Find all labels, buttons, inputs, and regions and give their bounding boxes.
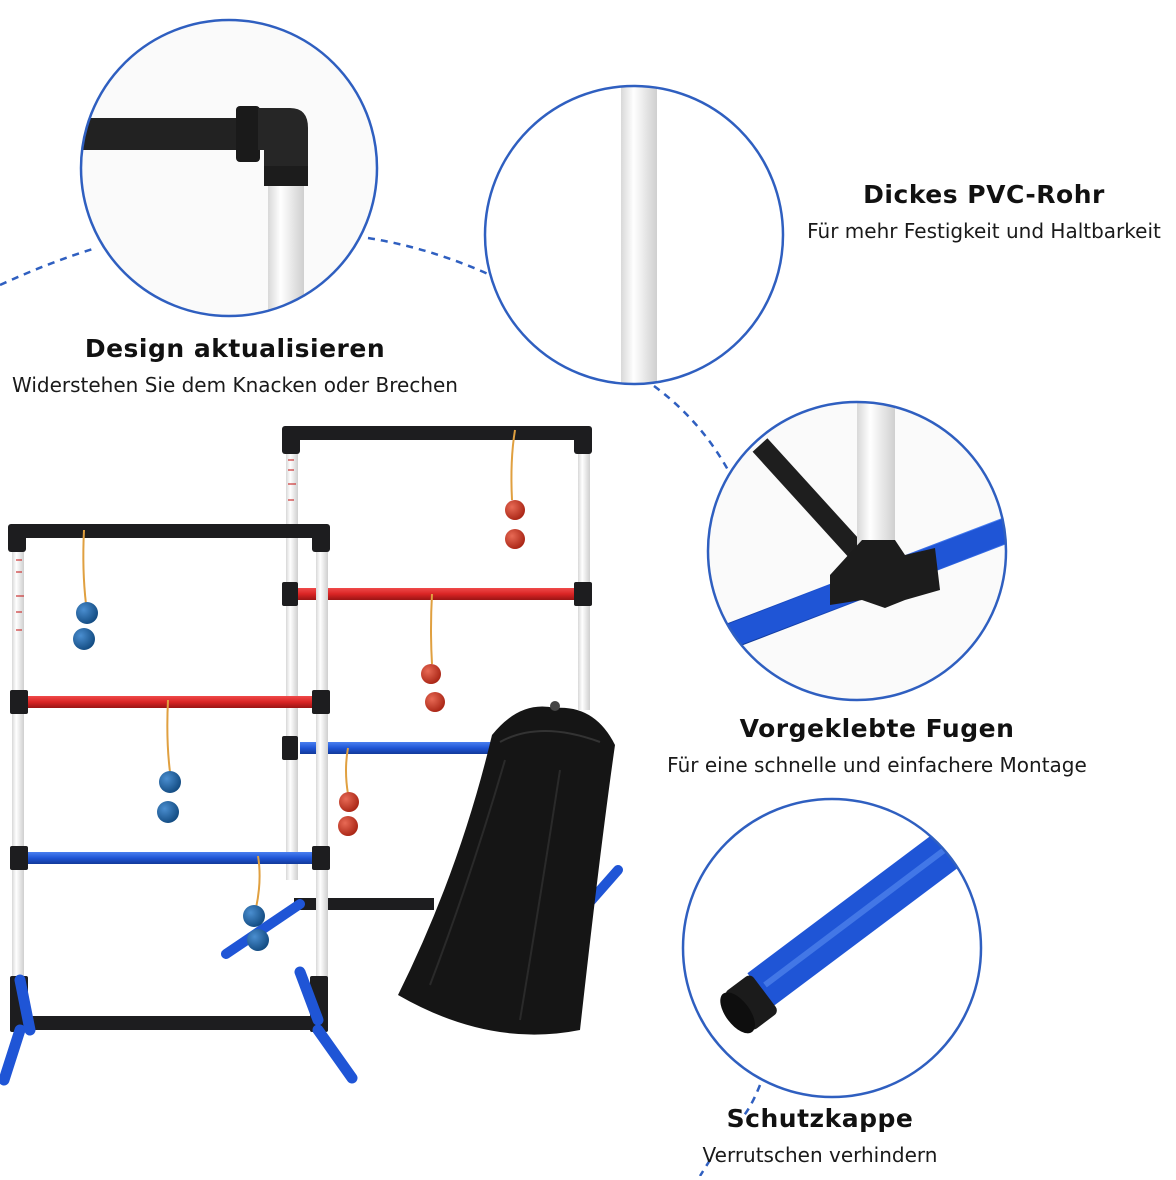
feature-title: Design aktualisieren [84,334,386,363]
detail-circle-elbow-joint [79,18,379,318]
feature-subtitle: Für mehr Festigkeit und Haltbarkeit [807,219,1161,243]
detail-circle-pvc-pipe [483,84,785,386]
connector-line-pvc-down [653,384,730,471]
feature-pre-glued-joints: Vorgeklebte Fugen Für eine schnelle und … [640,714,1114,777]
connector-line-design [0,246,97,287]
feature-pvc-pipe: Dickes PVC-Rohr Für mehr Festigkeit und … [792,180,1176,243]
feature-title: Dickes PVC-Rohr [863,180,1105,209]
connector-line-pvc-left [367,236,489,276]
feature-title: Schutzkappe [726,1104,914,1133]
ladder-front [0,524,358,1086]
feature-subtitle: Für eine schnelle und einfachere Montage [667,753,1087,777]
feature-design: Design aktualisieren Widerstehen Sie dem… [0,334,470,397]
feature-protective-cap: Schutzkappe Verrutschen verhindern [660,1104,980,1167]
detail-circle-t-joint [706,400,1008,702]
detail-circle-end-cap [681,797,983,1099]
carry-bag [398,701,615,1035]
ladder-back [221,426,623,959]
feature-subtitle: Widerstehen Sie dem Knacken oder Brechen [12,373,458,397]
feature-subtitle: Verrutschen verhindern [702,1143,938,1167]
connector-line-cap [698,1084,762,1177]
connector-lines [0,236,762,1177]
feature-title: Vorgeklebte Fugen [739,714,1015,743]
